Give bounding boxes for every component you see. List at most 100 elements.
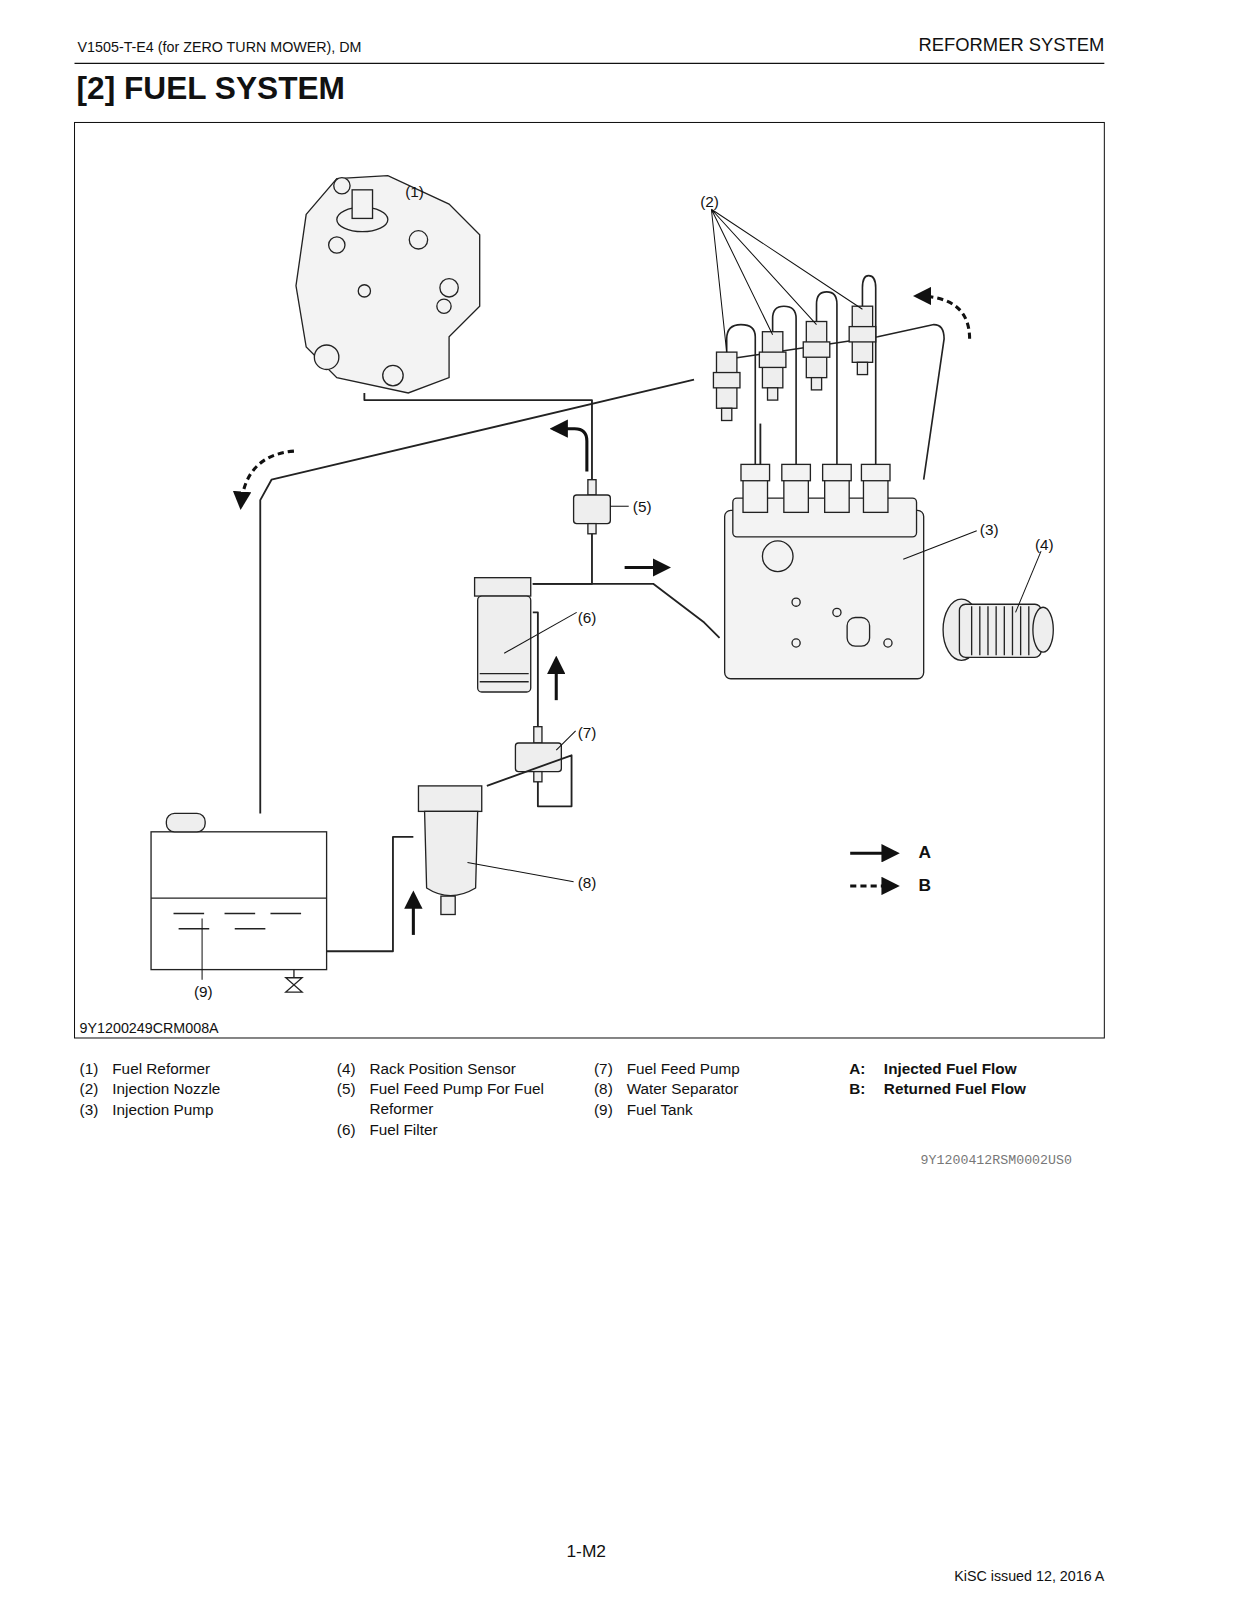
header-rule <box>75 63 1105 64</box>
injection-nozzle-drawing <box>759 352 786 367</box>
fuel-tank-drawing <box>286 978 302 992</box>
fuel-tank-drawing <box>293 970 294 978</box>
part-node: (5) <box>572 480 613 534</box>
injection-pump-drawing <box>861 464 890 480</box>
injection-nozzle-drawing <box>849 327 876 342</box>
injection-pump-drawing <box>725 464 924 678</box>
leader-line <box>504 612 576 653</box>
footer-text: 1-M2 <box>566 1542 606 1561</box>
fuel-reformer-drawing <box>334 178 350 194</box>
fuel-line <box>533 612 538 726</box>
callout-number: (3) <box>980 520 999 539</box>
injection-nozzle-drawing <box>803 342 830 357</box>
fuel-tank-drawing <box>174 913 302 928</box>
part-node: (7) <box>512 727 563 782</box>
callout-number: (4) <box>1035 535 1054 554</box>
fuel-tank-drawing <box>151 813 327 992</box>
legend-label: A <box>919 843 932 863</box>
water-separator-drawing <box>425 811 478 895</box>
part-node: (4) <box>944 595 1056 665</box>
feed-pump-drawing <box>588 524 596 534</box>
returned-flow-arrow <box>917 296 970 339</box>
callout-number: (6) <box>578 607 597 626</box>
part-number: (7) <box>594 1058 613 1077</box>
part-number: (8) <box>594 1079 613 1098</box>
fuel-line <box>327 837 414 951</box>
part-number: (2) <box>80 1079 99 1098</box>
callout-number: (2) <box>700 192 719 211</box>
injection-pump-drawing <box>823 464 852 480</box>
fuel-reformer-drawing <box>352 190 372 219</box>
injection-nozzle-drawing <box>768 388 778 400</box>
part-name: Fuel Reformer <box>112 1058 210 1077</box>
part-node: (2) <box>694 189 898 424</box>
injection-nozzle-drawing <box>713 306 875 420</box>
part-name: Rack Position Sensor <box>369 1058 515 1077</box>
callout-number: (5) <box>633 497 652 516</box>
injection-pump-drawing <box>847 617 869 646</box>
fuel-injection-pipes <box>727 325 944 480</box>
feed-pump-drawing <box>574 495 611 524</box>
part-name: Fuel Feed Pump For Fuel Reformer <box>369 1079 568 1118</box>
fuel-reformer-drawing <box>358 285 370 297</box>
legend-text: Injected Fuel Flow <box>884 1058 1017 1077</box>
part-number: (9) <box>594 1099 613 1118</box>
injection-pump-drawing <box>782 464 811 480</box>
callout-number: (9) <box>194 982 213 1001</box>
part-number: (5) <box>337 1079 356 1098</box>
injected-flow-arrow <box>555 659 558 700</box>
fuel-filter-drawing <box>475 578 531 692</box>
fuel-tank-drawing <box>151 832 327 970</box>
legend-sample <box>850 852 896 855</box>
fuel-tank-drawing <box>166 813 205 831</box>
leader-line <box>467 862 573 881</box>
footer-text: 9Y1200412RSM0002US0 <box>921 1150 1072 1169</box>
leader-line <box>711 209 862 352</box>
part-name: Fuel Feed Pump <box>627 1058 740 1077</box>
figure-code: 9Y1200249CRM008A <box>80 1019 219 1038</box>
fuel-injection-pipes <box>727 276 944 480</box>
fuel-tank-drawing <box>151 897 327 898</box>
part-node: (9) <box>151 813 327 969</box>
fuel-filter-drawing <box>478 596 531 692</box>
injection-nozzle-drawing <box>811 378 821 390</box>
section-text: REFORMER SYSTEM <box>898 36 1104 55</box>
fuel-filter-drawing <box>475 578 531 596</box>
fuel-line <box>364 393 592 480</box>
part-number: (4) <box>337 1058 356 1077</box>
footer-text: KiSC issued 12, 2016 A <box>898 1567 1104 1586</box>
figure-frame <box>75 122 1105 1038</box>
injection-pump-drawing <box>884 639 892 647</box>
page-title: [2] FUEL SYSTEM <box>77 69 345 108</box>
fuel-reformer-drawing <box>314 345 338 369</box>
part-number: (6) <box>337 1120 356 1139</box>
fuel-reformer-drawing <box>437 299 451 313</box>
fuel-reformer-drawing <box>296 176 480 393</box>
feed-pump-drawing <box>588 480 596 495</box>
feed-pump-drawing <box>534 772 542 782</box>
part-node: (3) <box>720 464 931 678</box>
injection-pump-drawing <box>762 541 793 572</box>
fuel-line <box>533 534 592 584</box>
fuel-reformer-drawing <box>329 237 345 253</box>
returned-flow-arrow <box>241 451 294 506</box>
injection-nozzle-drawing <box>857 362 867 374</box>
injection-nozzle-drawing <box>713 373 740 388</box>
fuel-reformer-drawing <box>409 231 427 249</box>
fuel-line <box>759 424 761 465</box>
legend-sample <box>850 884 896 887</box>
injection-nozzle-drawing <box>722 408 732 420</box>
callout-number: (8) <box>578 873 597 892</box>
part-name: Water Separator <box>627 1079 739 1098</box>
legend-text: Returned Fuel Flow <box>884 1079 1026 1098</box>
part-number: (3) <box>80 1099 99 1118</box>
callout-number: (1) <box>405 182 424 201</box>
injection-pump-drawing <box>792 598 800 606</box>
injected-flow-arrow <box>412 894 415 935</box>
rack-position-sensor-drawing <box>1033 607 1053 652</box>
legend-label: B <box>919 876 932 896</box>
figure-frame <box>75 122 1105 1038</box>
part-name: Fuel Tank <box>627 1099 693 1118</box>
